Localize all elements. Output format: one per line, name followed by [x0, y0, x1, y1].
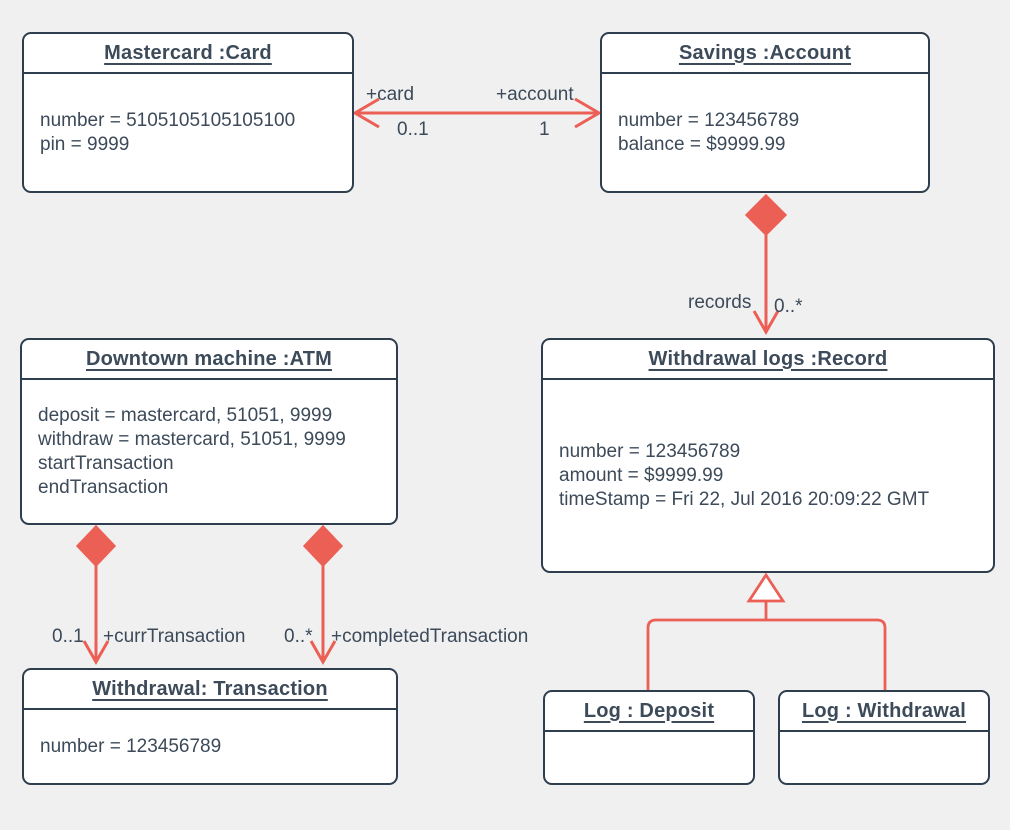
object-node-log-withdrawal: Log : Withdrawal [778, 690, 990, 785]
role-label-account: +account [496, 84, 574, 105]
object-attributes-empty [780, 732, 988, 783]
attribute-line: withdraw = mastercard, 51051, 9999 [38, 428, 346, 450]
attribute-line: amount = $9999.99 [559, 464, 724, 486]
generalization-triangle-icon [746, 572, 786, 603]
object-title: Downtown machine :ATM [22, 340, 396, 380]
composition-diamond-atm-completed-icon [302, 524, 344, 568]
multiplicity-label-account: 1 [539, 119, 550, 140]
role-label-completed-transaction: +completedTransaction [331, 626, 529, 647]
object-node-withdrawal-logs-record: Withdrawal logs :Record number = 1234567… [541, 338, 995, 573]
object-node-savings-account: Savings :Account number = 123456789 bala… [600, 32, 930, 193]
composition-diamond-account-icon [744, 193, 788, 237]
composition-diamond-atm-curr-icon [75, 524, 117, 568]
attribute-line: balance = $9999.99 [618, 133, 786, 155]
object-title: Withdrawal logs :Record [543, 340, 993, 380]
object-attributes: number = 123456789 balance = $9999.99 [602, 74, 928, 191]
role-label-records: records [688, 292, 752, 313]
attribute-line: number = 123456789 [618, 109, 800, 131]
multiplicity-label-completed-transaction: 0..* [284, 626, 313, 647]
multiplicity-label-records: 0..* [774, 296, 803, 317]
object-node-withdrawal-transaction: Withdrawal: Transaction number = 1234567… [22, 668, 398, 785]
object-title: Withdrawal: Transaction [24, 670, 396, 710]
role-label-card: +card [366, 84, 415, 105]
generalization-branch-line [646, 618, 887, 690]
attribute-line: endTransaction [38, 476, 169, 498]
attribute-line: startTransaction [38, 452, 174, 474]
multiplicity-label-curr-transaction: 0..1 [52, 626, 84, 647]
multiplicity-label-card: 0..1 [397, 119, 429, 140]
object-node-log-deposit: Log : Deposit [543, 690, 755, 785]
attribute-line: number = 123456789 [40, 735, 222, 757]
object-title: Mastercard :Card [24, 34, 352, 74]
object-title: Log : Withdrawal [780, 692, 988, 732]
object-attributes: deposit = mastercard, 51051, 9999 withdr… [22, 380, 396, 523]
object-node-mastercard-card: Mastercard :Card number = 51051051051051… [22, 32, 354, 193]
object-title: Log : Deposit [545, 692, 753, 732]
attribute-line: timeStamp = Fri 22, Jul 2016 20:09:22 GM… [559, 488, 930, 510]
attribute-line: number = 5105105105105100 [40, 109, 296, 131]
object-node-downtown-machine-atm: Downtown machine :ATM deposit = masterca… [20, 338, 398, 525]
object-attributes: number = 5105105105105100 pin = 9999 [24, 74, 352, 191]
object-attributes-empty [545, 732, 753, 783]
role-label-curr-transaction: +currTransaction [103, 626, 246, 647]
object-attributes: number = 123456789 amount = $9999.99 tim… [543, 380, 993, 571]
attribute-line: pin = 9999 [40, 133, 130, 155]
open-arrowhead-right-icon [574, 97, 602, 129]
object-attributes: number = 123456789 [24, 710, 396, 783]
attribute-line: number = 123456789 [559, 440, 741, 462]
attribute-line: deposit = mastercard, 51051, 9999 [38, 404, 333, 426]
object-title: Savings :Account [602, 34, 928, 74]
